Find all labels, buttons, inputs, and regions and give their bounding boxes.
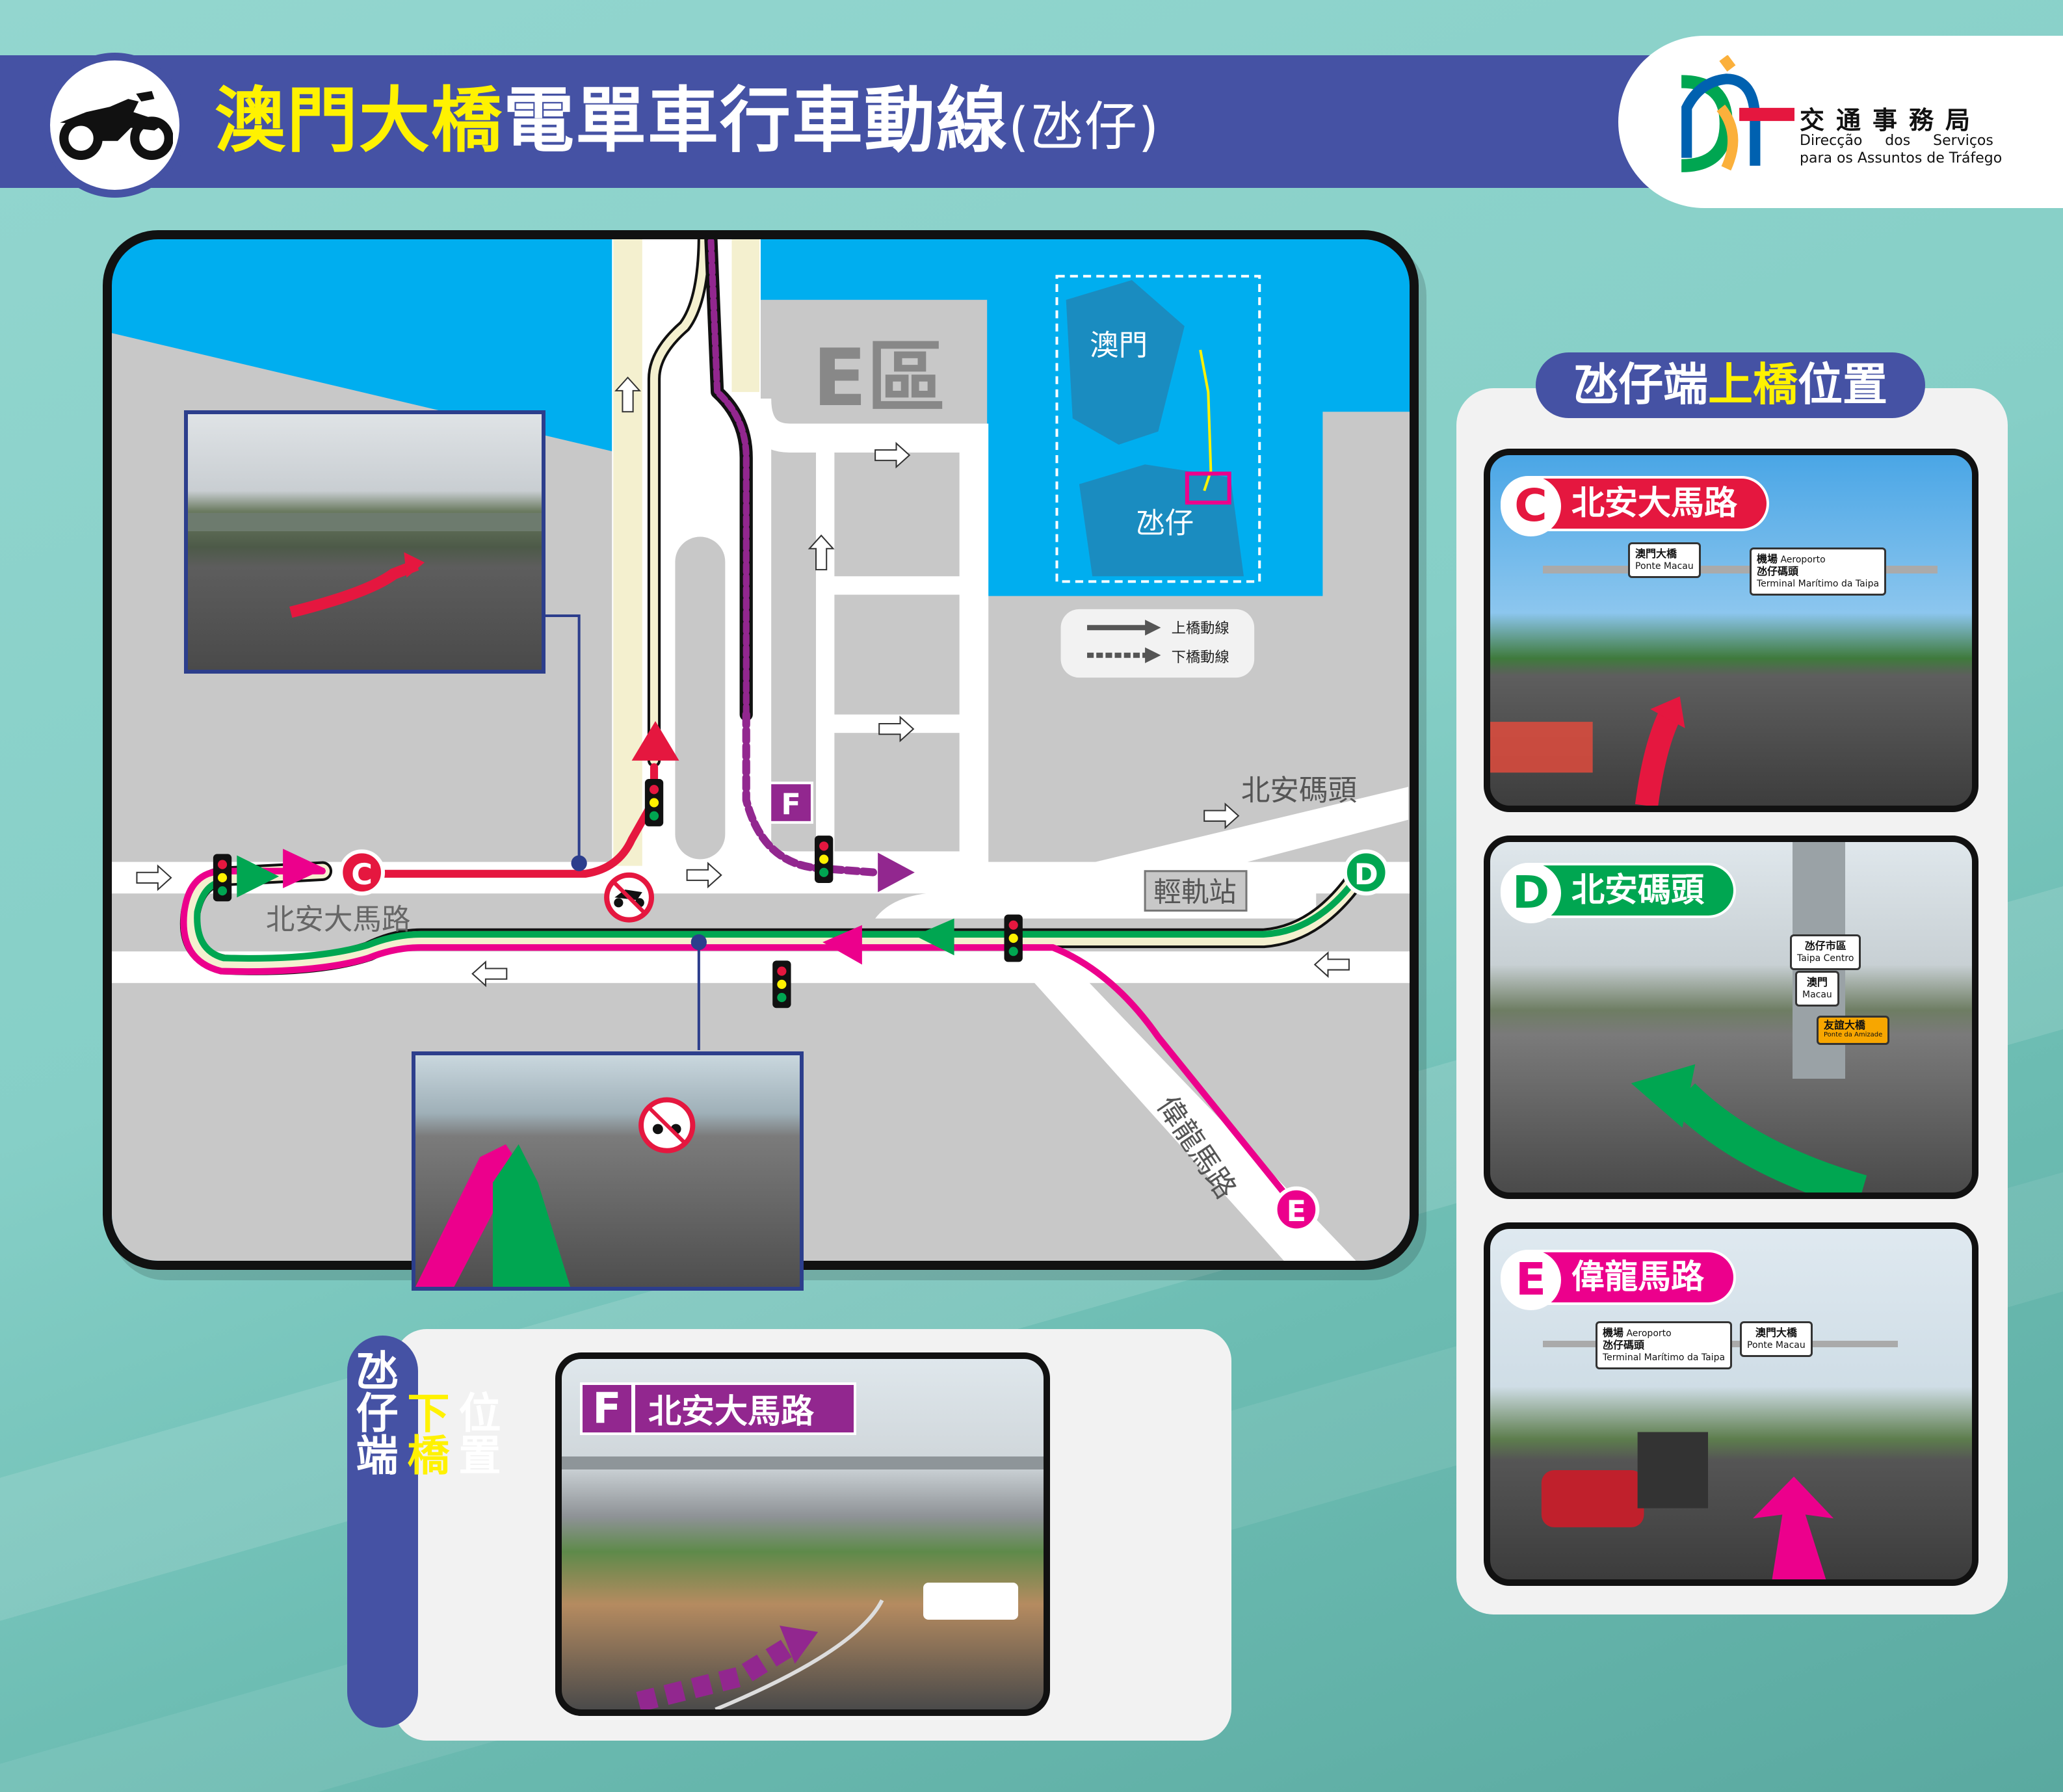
arrow-icon <box>636 1599 884 1709</box>
up-bridge-title: 氹仔端上橋位置 <box>1536 352 1925 418</box>
dsat-logo <box>1681 55 1794 172</box>
logo-name-pt: Direcção dos Serviços <box>1800 133 1993 149</box>
logo-name-cn: 交通事務局 <box>1800 106 1982 135</box>
route-map: E區 澳門 氹仔 上橋動線 下橋動線 C D E F <box>103 230 1419 1270</box>
marker-e: E <box>1287 1194 1306 1228</box>
location-photo-f <box>412 1051 804 1291</box>
logo-name-pt: para os Assuntos de Tráfego <box>1800 150 2003 166</box>
traffic-light-icon <box>213 779 1023 1008</box>
route-d <box>194 875 1360 962</box>
header-bar <box>0 55 1661 188</box>
pier-label: 北安碼頭 <box>1241 773 1357 807</box>
arrow-icon <box>1631 1064 1867 1192</box>
down-bridge-title: 氹仔端下橋位置 <box>347 1336 500 1728</box>
legend-up: 上橋動線 <box>1172 620 1229 637</box>
inset-macau-label: 澳門 <box>1090 328 1148 362</box>
inset-taipa-label: 氹仔 <box>1136 506 1194 540</box>
arrow-icon <box>415 1097 696 1287</box>
route-e <box>180 867 1300 1212</box>
overpass <box>188 513 542 531</box>
motorcycle-icon <box>42 53 187 198</box>
marker-c: C <box>351 858 373 891</box>
logo-panel <box>1618 36 2063 208</box>
page-title: 澳門大橋電單車行車動線(氹仔) <box>215 79 1161 162</box>
location-photo-c <box>184 410 545 674</box>
road-label-main: 北安大馬路 <box>266 903 411 936</box>
arrow-icon <box>289 552 425 618</box>
lrt-station-label: 輕軌站 <box>1153 876 1237 908</box>
route-c <box>377 763 659 878</box>
zone-label: E區 <box>813 332 945 424</box>
bus <box>923 1583 1018 1620</box>
marker-d: D <box>1354 858 1378 891</box>
marker-f: F <box>781 788 800 822</box>
route-f <box>742 710 880 876</box>
no-motorcycle-icon <box>604 872 655 923</box>
arrow-icon <box>1490 696 1685 806</box>
arrow-icon <box>1541 1432 1834 1579</box>
legend-down: 下橋動線 <box>1172 649 1229 666</box>
lane-arrows <box>136 376 1350 988</box>
